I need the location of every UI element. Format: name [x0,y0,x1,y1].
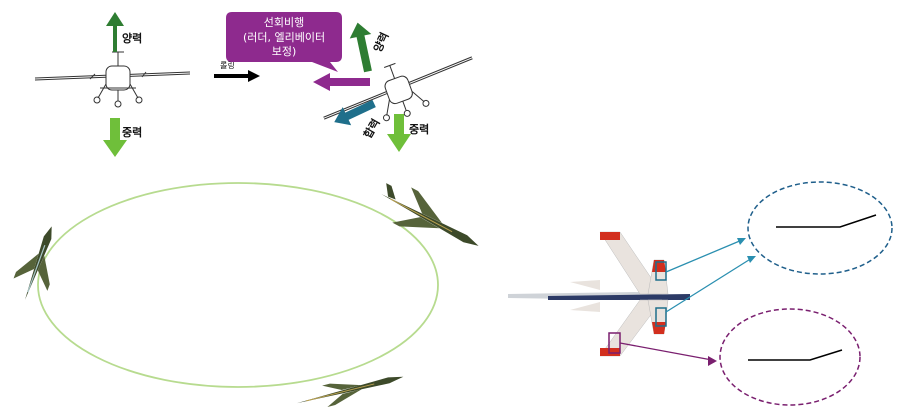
gravity-arrow-left [103,118,127,157]
resultant-label: 합력 [360,116,382,141]
lower-leader-line [619,342,713,361]
resultant-arrow [334,99,376,126]
lower-leader-head [708,356,717,366]
upper-leader-head-1 [737,238,746,245]
banked-aircraft-front-view-icon [323,56,473,122]
turn-callout-bubble [226,12,342,72]
turn-callout-line-2: (러더, 엘리베이터 [243,31,325,44]
turn-orbit [37,182,439,388]
upper-leader-head-2 [747,256,756,263]
lower-deflection-line [748,349,843,361]
gravity-arrow-right [387,114,411,152]
jet-icon-left [13,226,52,300]
roll-label: 롤링 [220,60,235,70]
upper-detail-circle [747,181,893,275]
upper-elevator-highlight [655,261,667,281]
lift-label-left: 양력 [122,31,142,45]
lift-label-right: 양력 [370,30,391,54]
gravity-label-right: 중력 [409,123,429,136]
lower-detail-circle [719,308,861,406]
jet-icon-bottom [296,376,404,407]
lower-elevator-highlight [655,307,667,327]
roll-arrow [214,70,260,82]
turn-callout-line-1: 선회비행 [264,16,304,29]
turn-force-arrow [313,73,370,91]
level-aircraft-front-view-icon [34,51,191,108]
lift-arrow-left [106,12,124,52]
upper-deflection-line [776,214,877,228]
jet-icon-top [381,183,479,246]
upper-leader-line-1 [665,239,743,273]
lift-arrow-right [349,22,372,73]
gravity-label-left: 중력 [122,126,142,139]
turn-callout-line-3: 보정) [272,45,297,58]
upper-leader-line-2 [665,257,753,313]
fighter-top-view-icon [508,231,690,357]
